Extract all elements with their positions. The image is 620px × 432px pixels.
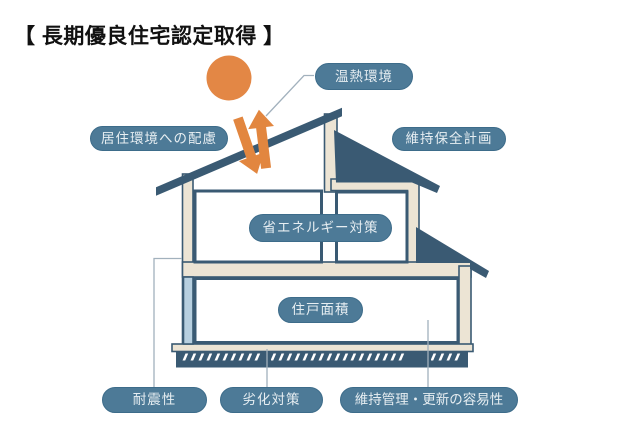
floor-slab xyxy=(181,261,472,278)
label-maintainability: 維持管理・更新の容易性 xyxy=(340,387,518,413)
label-earthquake-resistance: 耐震性 xyxy=(102,387,207,413)
label-living-environment: 居住環境への配慮 xyxy=(90,126,228,151)
label-maintenance-plan: 維持保全計画 xyxy=(392,127,506,151)
foundation-hatch xyxy=(431,353,462,361)
label-thermal-environment: 温熱環境 xyxy=(315,63,413,90)
page-title: 【 長期優良住宅認定取得 】 xyxy=(14,25,285,48)
foundation-hatch xyxy=(182,353,262,361)
label-dwelling-area: 住戸面積 xyxy=(278,297,363,323)
connector-earthquake xyxy=(153,257,182,387)
foundation xyxy=(176,351,468,368)
sun-icon xyxy=(206,55,252,101)
arrow-up-icon xyxy=(248,109,275,169)
label-deterioration-measures: 劣化対策 xyxy=(220,387,323,413)
roof-lower-right xyxy=(416,227,489,278)
heat-flow-arrows xyxy=(233,109,275,174)
arrow-down-icon xyxy=(233,116,264,174)
connector-lines xyxy=(153,74,429,387)
label-energy-saving: 省エネルギー対策 xyxy=(249,214,392,242)
connector-thermal xyxy=(265,74,314,117)
roof-right-gable xyxy=(334,130,440,193)
right-lower-wall xyxy=(458,265,472,347)
pillar-highlight xyxy=(182,276,194,345)
room-1f xyxy=(193,277,460,344)
foundation-hatch xyxy=(271,353,406,361)
